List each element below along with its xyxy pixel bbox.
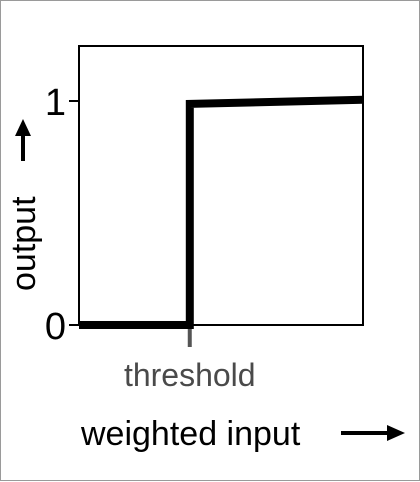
- y-axis-label-group: output: [5, 119, 43, 291]
- y-tick-label-0: 0: [45, 306, 66, 348]
- x-axis-label: weighted input: [80, 415, 301, 453]
- threshold-label: threshold: [124, 357, 256, 393]
- y-axis-label: output: [5, 196, 43, 291]
- y-tick-label-1: 1: [45, 82, 66, 124]
- plot-area: [79, 46, 363, 325]
- right-arrow-icon: [341, 425, 405, 441]
- up-arrow-icon: [15, 119, 31, 161]
